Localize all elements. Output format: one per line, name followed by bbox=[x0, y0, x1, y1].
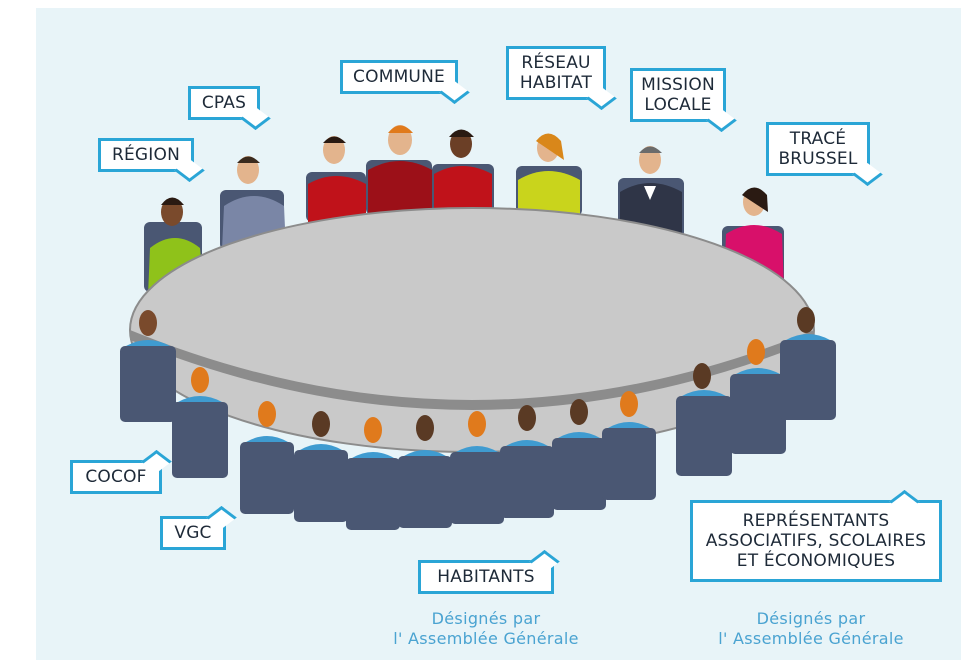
person-reseau-habitat bbox=[518, 133, 580, 216]
callout-habitants: HABITANTS bbox=[418, 560, 554, 594]
person-commune-1 bbox=[308, 136, 366, 224]
table-edge bbox=[130, 330, 814, 410]
note-habitants-designation: Désignés par l' Assemblée Générale bbox=[393, 609, 579, 648]
callout-mission-locale: MISSION LOCALE bbox=[630, 68, 726, 122]
callout-vgc: VGC bbox=[160, 516, 226, 550]
habitant-seat-1 bbox=[240, 401, 294, 514]
callout-representants: REPRÉSENTANTS ASSOCIATIFS, SCOLAIRES ET … bbox=[690, 500, 942, 582]
callout-reseau-habitat: RÉSEAU HABITAT bbox=[506, 46, 606, 100]
callout-region: RÉGION bbox=[98, 138, 194, 172]
habitant-seat-7 bbox=[552, 399, 606, 510]
callout-commune: COMMUNE bbox=[340, 60, 458, 94]
callout-trace-brussel: TRACÉ BRUSSEL bbox=[766, 122, 870, 176]
habitant-seat-2 bbox=[294, 411, 348, 522]
person-commune-2 bbox=[368, 125, 432, 214]
habitant-seat-8 bbox=[602, 391, 656, 500]
front-row-representatives bbox=[676, 307, 836, 476]
front-seat-left-2 bbox=[172, 367, 228, 478]
habitant-seat-4 bbox=[398, 415, 452, 528]
front-row-habitants bbox=[240, 391, 656, 530]
rep-seat-3 bbox=[780, 307, 836, 420]
note-representants-designation: Désignés par l' Assemblée Générale bbox=[718, 609, 904, 648]
rep-seat-1 bbox=[676, 363, 732, 476]
front-seat-left-1 bbox=[120, 310, 176, 422]
callout-cocof: COCOF bbox=[70, 460, 162, 494]
person-commune-3 bbox=[434, 129, 492, 214]
habitant-seat-6 bbox=[500, 405, 554, 518]
callout-cpas: CPAS bbox=[188, 86, 260, 120]
habitant-seat-5 bbox=[450, 411, 504, 524]
habitant-seat-3 bbox=[346, 417, 400, 530]
rep-seat-2 bbox=[730, 339, 786, 454]
